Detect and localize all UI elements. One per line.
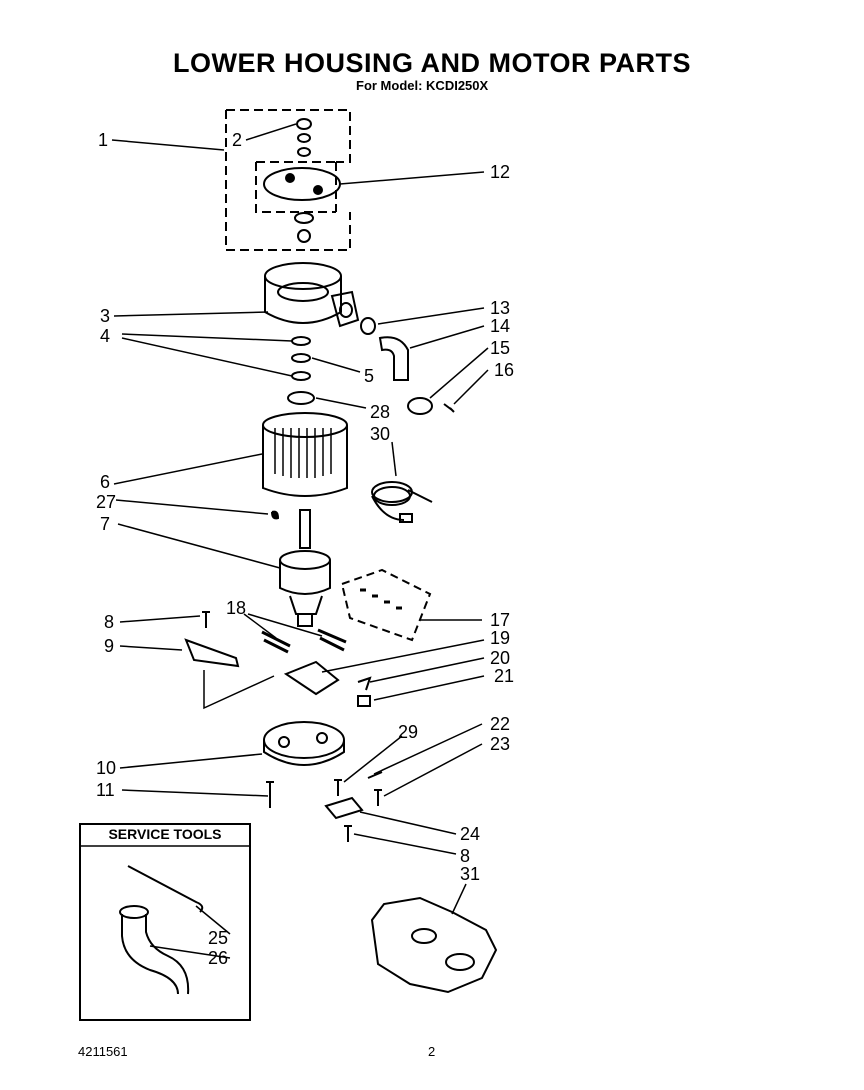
part-15-flange	[407, 397, 433, 415]
callout-4: 4	[100, 326, 110, 346]
callout-31: 31	[460, 864, 480, 884]
part-17-terminal-box	[340, 568, 432, 642]
part-28-bearing	[287, 391, 315, 405]
part-5-washer	[291, 353, 311, 363]
part-3-housing-top	[264, 262, 342, 290]
callout-15: 15	[490, 338, 510, 358]
callout-28: 28	[370, 402, 390, 422]
part-16-screw	[443, 403, 455, 413]
callout-18: 18	[226, 598, 246, 618]
callout-10: 10	[96, 758, 116, 778]
part-7-rotor-shaft	[299, 509, 311, 549]
part-23-screw	[374, 789, 382, 806]
callout-26: 26	[208, 948, 228, 968]
callout-8-upper: 8	[104, 612, 114, 632]
part-8-screw-upper	[202, 611, 210, 628]
part-25-wrench-tool	[127, 865, 204, 913]
part-21-clamp	[357, 695, 371, 707]
model-subtitle: For Model: KCDI250X	[356, 78, 489, 93]
callout-1: 1	[98, 130, 108, 150]
callout-17: 17	[490, 610, 510, 630]
page-title: LOWER HOUSING AND MOTOR PARTS	[173, 48, 691, 78]
part-27-clip	[271, 510, 280, 520]
callout-19: 19	[490, 628, 510, 648]
page-number: 2	[428, 1044, 436, 1059]
callout-9: 9	[104, 636, 114, 656]
callout-13: 13	[490, 298, 510, 318]
part-6-stator-body	[262, 425, 348, 497]
callout-5: 5	[364, 366, 374, 386]
callout-20: 20	[490, 648, 510, 668]
callout-24: 24	[460, 824, 480, 844]
callout-7: 7	[100, 514, 110, 534]
service-tools-header: SERVICE TOOLS	[108, 826, 222, 842]
callout-8-lower: 8	[460, 846, 470, 866]
callout-11: 11	[96, 780, 115, 800]
callout-25: 25	[208, 928, 228, 948]
part-31-sound-shield	[370, 896, 498, 994]
callout-16: 16	[494, 360, 514, 380]
part-9-bracket	[184, 638, 240, 668]
part-13-gasket	[360, 317, 376, 335]
part-1-group-outline	[225, 109, 351, 251]
part-2-nut	[296, 118, 312, 130]
part-26-drain-tube-top	[119, 905, 149, 919]
callout-21: 21	[494, 666, 514, 686]
part-30-cord-coil	[371, 481, 413, 503]
part-22-clip	[367, 771, 383, 779]
part-12-turntable	[263, 167, 341, 201]
callout-3: 3	[100, 306, 110, 326]
part-14-elbow	[378, 336, 409, 381]
callout-29: 29	[398, 722, 418, 742]
callout-22: 22	[490, 714, 510, 734]
callout-14: 14	[490, 316, 510, 336]
part-11-bolt	[266, 781, 274, 808]
part-8-screw-lower	[344, 825, 352, 842]
part-4-seal-upper	[291, 336, 311, 346]
part-24-cover-plate	[324, 796, 364, 820]
part-19-brush-holder	[283, 660, 340, 696]
service-tools-box	[79, 823, 251, 1021]
part-29-screw	[334, 779, 342, 796]
callout-23: 23	[490, 734, 510, 754]
callout-27: 27	[96, 492, 116, 512]
part-4-seal-lower	[291, 371, 311, 381]
callout-30: 30	[370, 424, 390, 444]
part-7-rotor-top	[279, 550, 331, 570]
part-3-housing-body	[264, 276, 342, 324]
part-10-lower-housing-top	[263, 721, 345, 759]
part-20-spring	[357, 676, 372, 691]
document-number: 4211561	[78, 1044, 128, 1059]
part-2-washer-lower	[297, 147, 311, 157]
part-18-brush-right	[317, 628, 347, 652]
part-18-brush-left	[261, 630, 291, 654]
part-2-washer	[297, 133, 311, 143]
callout-12: 12	[490, 162, 510, 182]
callout-6: 6	[100, 472, 110, 492]
callout-2: 2	[232, 130, 242, 150]
